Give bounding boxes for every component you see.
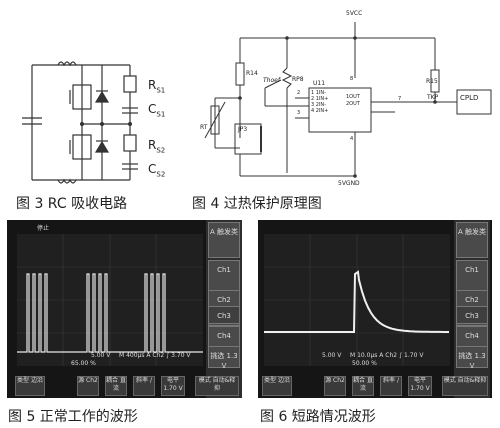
waveform-grid bbox=[264, 234, 450, 366]
label-r14: R14 bbox=[246, 70, 258, 77]
timebase-readout: M 400µs A Ch2 ∫ 3.70 V bbox=[119, 352, 191, 359]
pin-2: 2 bbox=[297, 90, 301, 96]
label-cs1: CS1 bbox=[148, 102, 166, 119]
scope-status: 停止 bbox=[37, 225, 50, 232]
fig4-circuit-diagram bbox=[204, 22, 492, 178]
fig5-caption: 图 5 正常工作的波形 bbox=[8, 409, 138, 425]
label-thoef: Thoef bbox=[263, 77, 280, 84]
menu-trigger-type[interactable]: A 触发类 bbox=[456, 222, 488, 258]
label-rs1: RS1 bbox=[148, 78, 166, 95]
label-cs2: CS2 bbox=[148, 162, 166, 179]
menu-trigger-type[interactable]: A 触发类 bbox=[208, 222, 240, 258]
fig3-circuit-diagram bbox=[22, 61, 138, 184]
label-cpld: CPLD bbox=[460, 94, 479, 102]
menu-ch3[interactable]: Ch3 bbox=[208, 306, 240, 324]
right-menu: A 触发类 Ch1 Ch2 Ch3 Ch4 挑选 1.3 V bbox=[206, 220, 242, 398]
fig6-oscilloscope-screenshot: A 触发类 Ch1 Ch2 Ch3 Ch4 挑选 1.3 V 5.00 V M … bbox=[258, 220, 492, 398]
ch-reading: 5.00 V bbox=[322, 352, 342, 359]
softkey-slope[interactable]: 斜率 / bbox=[380, 376, 402, 396]
softkey-mode[interactable]: 模式 自动&释抑 bbox=[442, 376, 488, 396]
label-rs2: RS2 bbox=[148, 138, 166, 155]
pin-8: 8 bbox=[350, 76, 354, 82]
softkey-type[interactable]: 类型 边沿 bbox=[15, 376, 45, 396]
label-5vgnd: 5VGND bbox=[338, 180, 360, 187]
label-5vcc: 5VCC bbox=[346, 10, 363, 17]
pin-4: 4 bbox=[350, 136, 354, 142]
fig5-oscilloscope-screenshot: 停止 A 触发类 Ch1 Ch2 Ch3 Ch4 挑选 1.3 V 5.00 V… bbox=[7, 220, 242, 398]
waveform-grid bbox=[17, 234, 203, 366]
right-menu: A 触发类 Ch1 Ch2 Ch3 Ch4 挑选 1.3 V bbox=[454, 220, 490, 398]
fig6-waveform bbox=[264, 234, 450, 366]
label-tkp: TKP bbox=[427, 94, 439, 101]
softkey-coupling[interactable]: 耦合 直流 bbox=[105, 376, 127, 396]
ch-reading: 5.00 V bbox=[91, 352, 111, 359]
menu-select[interactable]: 挑选 1.3 V bbox=[208, 346, 240, 370]
softkey-level[interactable]: 电平 1.70 V bbox=[161, 376, 185, 396]
trigger-percent: 50.00 % bbox=[352, 360, 377, 367]
softkey-source[interactable]: 源 Ch2 bbox=[324, 376, 346, 396]
softkey-source[interactable]: 源 Ch2 bbox=[77, 376, 99, 396]
fig3-caption: 图 3 RC 吸收电路 bbox=[16, 196, 128, 212]
softkey-type[interactable]: 类型 边沿 bbox=[262, 376, 292, 396]
fig5-waveform bbox=[17, 234, 203, 366]
fig4-caption: 图 4 过热保护原理图 bbox=[192, 196, 322, 212]
u11-pin-list: 1 1IN-2 1IN+ 3 2IN-4 2IN+ bbox=[311, 90, 329, 114]
pin-7: 7 bbox=[398, 96, 402, 102]
label-r15: R15 bbox=[426, 78, 438, 85]
label-rp8: RP8 bbox=[292, 76, 304, 83]
pin-3: 3 bbox=[297, 110, 301, 116]
softkey-level[interactable]: 电平 1.70 V bbox=[408, 376, 432, 396]
softkey-mode[interactable]: 模式 自动&释抑 bbox=[195, 376, 239, 396]
fig6-caption: 图 6 短路情况波形 bbox=[260, 409, 376, 425]
trigger-percent: 65.00 % bbox=[71, 360, 96, 367]
menu-select[interactable]: 挑选 1.3 V bbox=[456, 346, 488, 370]
softkey-coupling[interactable]: 耦合 直流 bbox=[352, 376, 374, 396]
label-jp3: JP3 bbox=[238, 126, 248, 133]
menu-ch3[interactable]: Ch3 bbox=[456, 306, 488, 324]
timebase-readout: M 10.0µs A Ch2 ∫ 1.70 V bbox=[350, 352, 424, 359]
label-rt: RT bbox=[200, 124, 208, 131]
softkey-slope[interactable]: 斜率 / bbox=[133, 376, 155, 396]
label-u11: U11 bbox=[313, 80, 326, 87]
